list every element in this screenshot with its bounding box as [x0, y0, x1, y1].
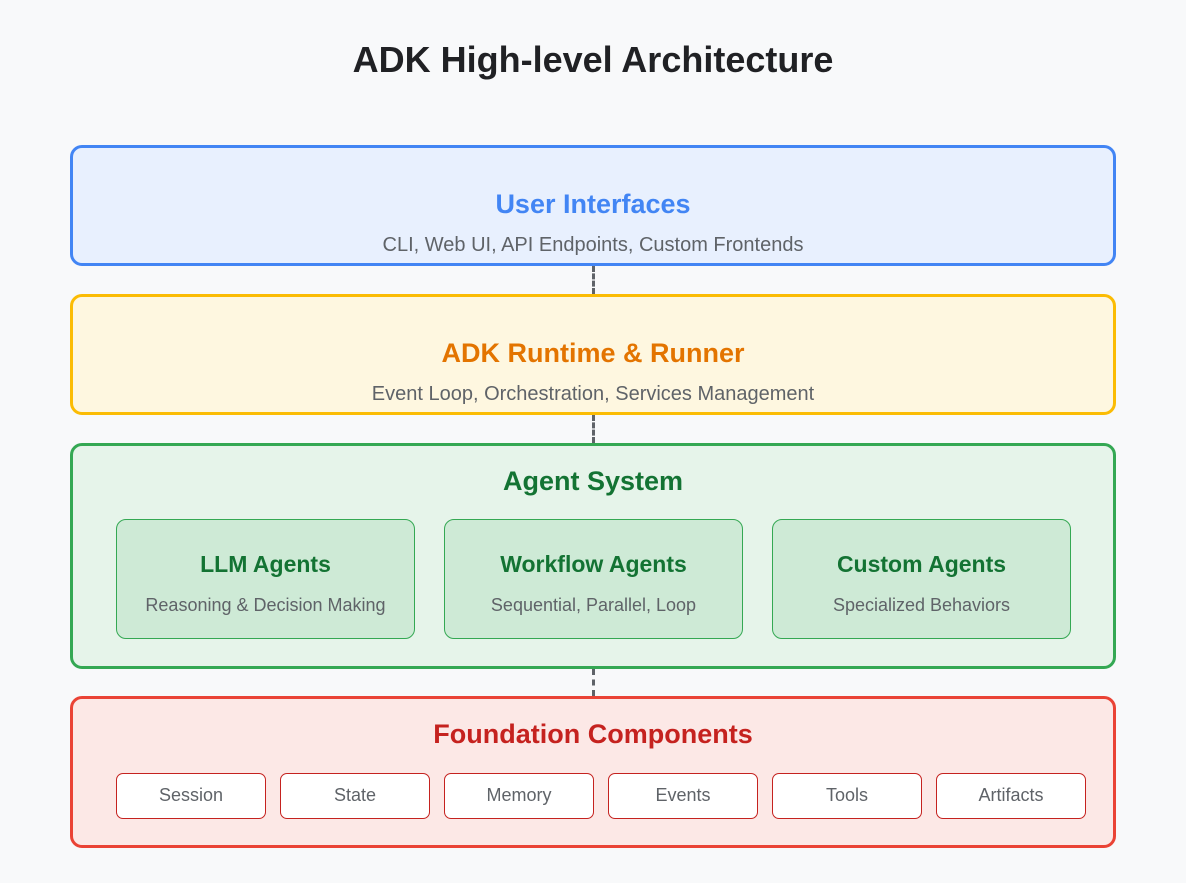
component-memory: Memory: [444, 773, 594, 819]
custom-agents-card: Custom Agents Specialized Behaviors: [772, 519, 1071, 639]
component-state: State: [280, 773, 430, 819]
diagram-title: ADK High-level Architecture: [352, 39, 834, 80]
custom-agents-title: Custom Agents: [836, 551, 1007, 577]
user-interfaces-subtitle: CLI, Web UI, API Endpoints, Custom Front…: [382, 234, 804, 256]
component-events: Events: [608, 773, 758, 819]
runtime-subtitle: Event Loop, Orchestration, Services Mana…: [371, 383, 815, 405]
component-tools: Tools: [772, 773, 922, 819]
custom-agents-subtitle: Specialized Behaviors: [832, 595, 1011, 615]
connector-ui-runtime: [592, 266, 595, 294]
runtime-layer: ADK Runtime & Runner Event Loop, Orchest…: [70, 294, 1116, 415]
runtime-title: ADK Runtime & Runner: [441, 338, 745, 368]
llm-agents-title: LLM Agents: [200, 551, 331, 577]
llm-agents-card: LLM Agents Reasoning & Decision Making: [116, 519, 415, 639]
foundation-title: Foundation Components: [433, 719, 753, 749]
component-artifacts: Artifacts: [936, 773, 1086, 819]
user-interfaces-title: User Interfaces: [495, 189, 691, 219]
agent-system-layer: Agent System LLM Agents Reasoning & Deci…: [70, 443, 1116, 669]
component-session: Session: [116, 773, 266, 819]
workflow-agents-card: Workflow Agents Sequential, Parallel, Lo…: [444, 519, 743, 639]
llm-agents-subtitle: Reasoning & Decision Making: [145, 595, 386, 615]
connector-agents-foundation: [592, 669, 595, 696]
connector-runtime-agents: [592, 415, 595, 443]
agent-system-title: Agent System: [502, 466, 684, 496]
workflow-agents-title: Workflow Agents: [500, 551, 687, 577]
user-interfaces-layer: User Interfaces CLI, Web UI, API Endpoin…: [70, 145, 1116, 266]
workflow-agents-subtitle: Sequential, Parallel, Loop: [490, 595, 697, 615]
foundation-layer: Foundation Components Session State Memo…: [70, 696, 1116, 848]
